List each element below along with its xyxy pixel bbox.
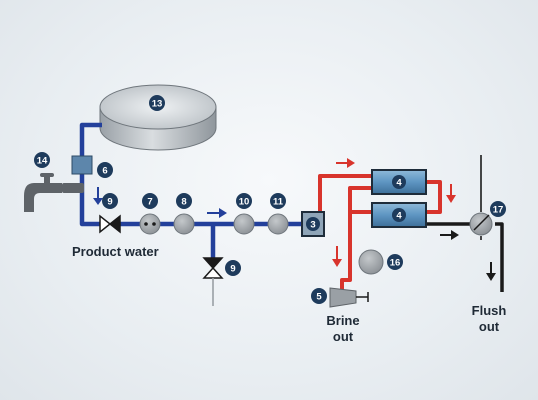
valve-icon [99, 214, 112, 234]
brine-out-label-line2: out [333, 329, 354, 344]
badge-17: 17 [490, 201, 506, 217]
svg-text:3: 3 [310, 220, 315, 231]
svg-text:13: 13 [152, 99, 163, 110]
component-7 [139, 213, 161, 235]
svg-text:9: 9 [107, 197, 112, 208]
arrow-icon [486, 262, 496, 281]
flow-regulator-box [71, 155, 93, 175]
svg-text:17: 17 [493, 205, 504, 216]
pressure-vessel-icon [371, 202, 427, 228]
badge-4-top: 4 [392, 175, 406, 189]
badge-10: 10 [236, 193, 252, 209]
svg-text:11: 11 [273, 197, 284, 208]
arrow-icon [207, 208, 227, 218]
svg-text:4: 4 [396, 211, 402, 222]
flush-valve [469, 212, 493, 236]
svg-text:6: 6 [102, 166, 107, 177]
badge-4-bottom: 4 [392, 208, 406, 222]
faucet-icon [24, 173, 84, 212]
flush-out-label-line1: Flush [472, 303, 507, 318]
brine-outlet [329, 287, 369, 308]
gauge-icon [267, 213, 289, 235]
brine-out-label-line1: Brine [326, 313, 359, 328]
flush-line [426, 155, 504, 292]
svg-text:7: 7 [147, 197, 152, 208]
badge-7: 7 [142, 193, 158, 209]
feed-water-line [318, 174, 442, 290]
arrow-icon [440, 230, 459, 240]
badge-14: 14 [34, 152, 50, 168]
svg-text:9: 9 [230, 264, 235, 275]
gauge-icon [233, 213, 255, 235]
drain-valve [202, 257, 224, 306]
gauge-icon [358, 249, 384, 275]
pressure-vessel-bottom [371, 202, 427, 228]
badge-9-product: 9 [102, 193, 118, 209]
arrow-icon [446, 184, 456, 203]
badge-8: 8 [176, 193, 192, 209]
badge-13: 13 [149, 95, 165, 111]
flow-arrows [93, 158, 496, 281]
arrow-icon [336, 158, 355, 168]
badge-9-drain: 9 [225, 260, 241, 276]
product-water-label: Product water [72, 244, 159, 259]
svg-text:5: 5 [316, 292, 322, 303]
badge-11: 11 [270, 193, 286, 209]
gauge-icon [173, 213, 195, 235]
arrow-icon [93, 187, 103, 205]
product-valve [99, 214, 121, 234]
storage-tank [99, 84, 217, 151]
svg-text:4: 4 [396, 178, 402, 189]
badge-16: 16 [387, 254, 403, 270]
badge-3: 3 [306, 217, 320, 231]
arrow-icon [332, 246, 342, 267]
svg-text:16: 16 [390, 258, 401, 269]
flush-out-label-line2: out [479, 319, 500, 334]
badge-5: 5 [311, 288, 327, 304]
svg-text:14: 14 [37, 156, 48, 167]
valve-icon [202, 257, 224, 270]
svg-text:10: 10 [239, 197, 250, 208]
badge-6: 6 [97, 162, 113, 178]
svg-text:8: 8 [181, 197, 186, 208]
